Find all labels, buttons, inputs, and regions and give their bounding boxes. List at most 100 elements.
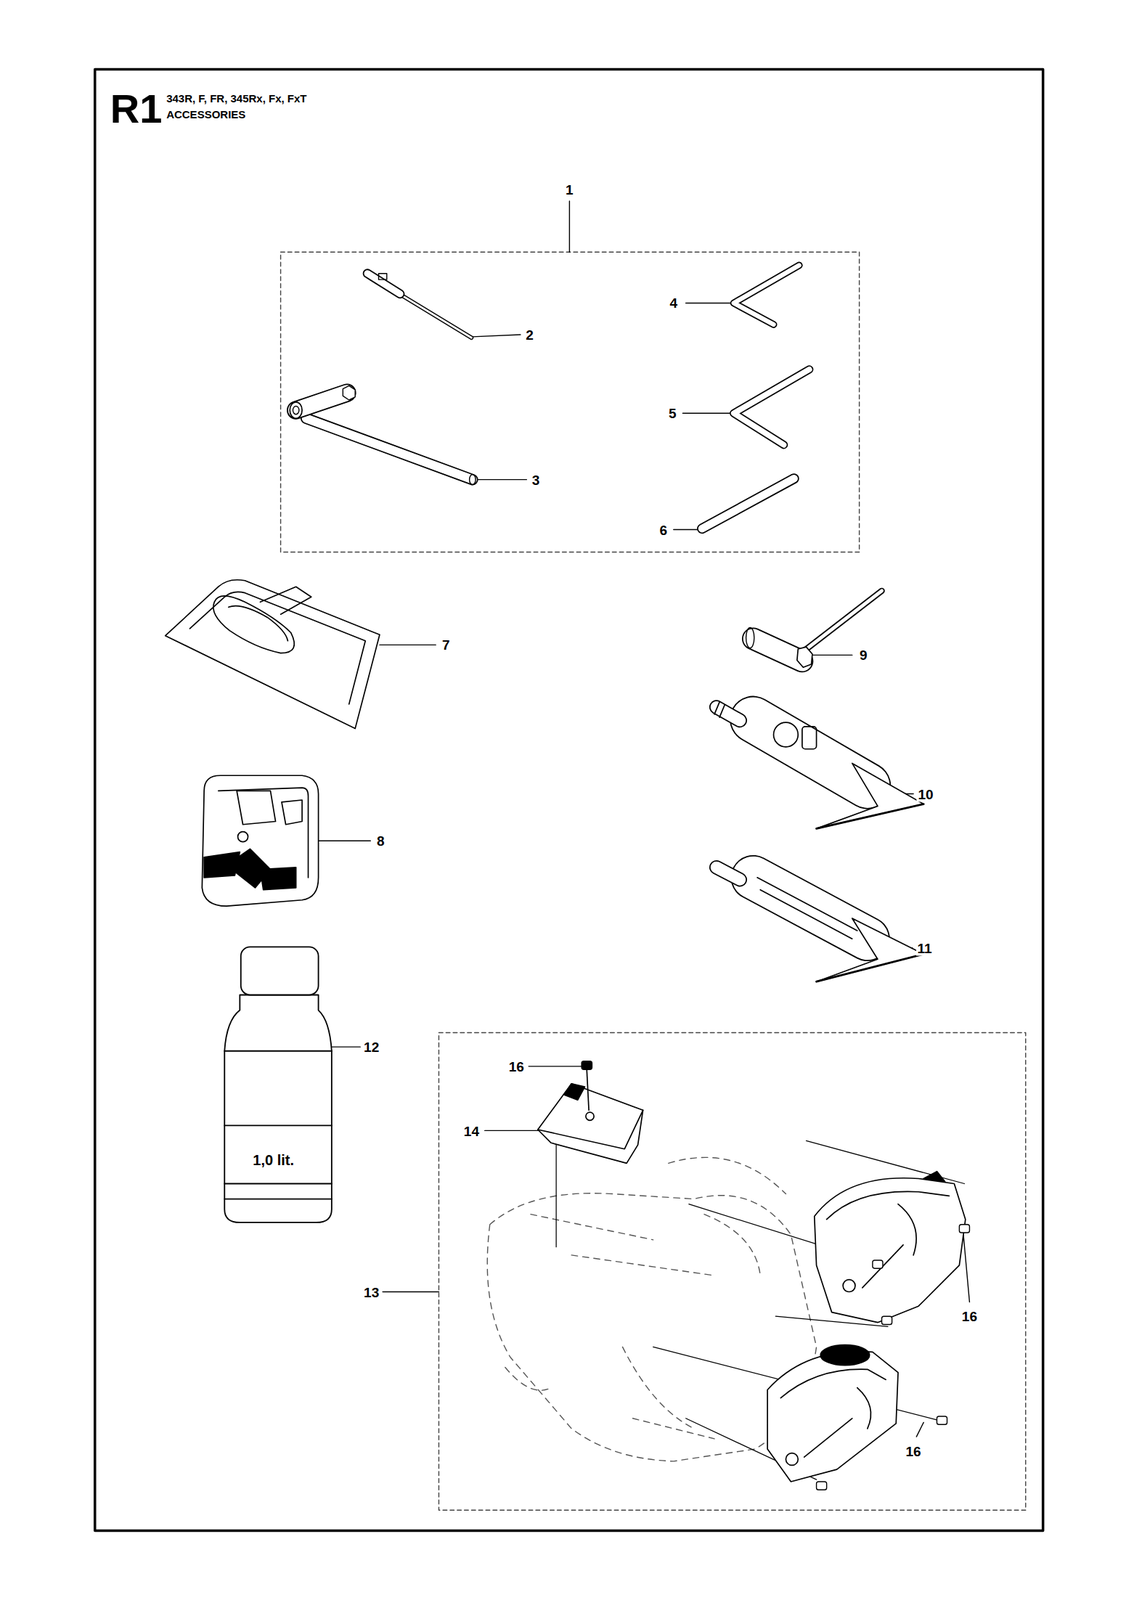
- drawing-stroke: [702, 478, 795, 529]
- callout-number: 1: [564, 182, 575, 198]
- page-subtitle: 343R, F, FR, 345Rx, Fx, FxT: [166, 92, 307, 104]
- drawing-stroke: [555, 1140, 557, 1247]
- tool-pouch: [165, 580, 380, 729]
- screws: [816, 1224, 970, 1490]
- drawing-stroke: [760, 890, 853, 939]
- drawing-stroke: [862, 1245, 904, 1288]
- drawing-stroke: [882, 1316, 893, 1325]
- drawing-stroke: [757, 877, 858, 931]
- drawing-stroke: [189, 591, 366, 704]
- drawing-stroke: [808, 654, 852, 656]
- drawing-stroke: [898, 1204, 917, 1256]
- callout-number: 12: [362, 1039, 381, 1055]
- drawing-stroke: [259, 586, 311, 615]
- page-title: R1: [110, 88, 163, 130]
- rod: [702, 478, 795, 529]
- callout-number: 3: [530, 471, 542, 488]
- drawing-stroke: [816, 763, 925, 829]
- drawing-stroke: [916, 1422, 924, 1437]
- drawing-stroke: [716, 867, 740, 880]
- drawing-stroke: [165, 580, 380, 729]
- callout-number: 4: [667, 295, 679, 311]
- drawing-stroke: [296, 392, 348, 411]
- drawing-stroke: [241, 946, 319, 995]
- drawing-stroke: [367, 273, 401, 295]
- drawing-stroke: [963, 1234, 970, 1303]
- drawing-stroke: [752, 638, 802, 662]
- drawing-stroke: [673, 529, 701, 530]
- side-cover: [767, 1345, 899, 1482]
- drawing-stroke: [806, 1140, 965, 1184]
- air-filter: [201, 775, 318, 907]
- combination-spanner: [746, 590, 883, 668]
- drawing-stroke: [752, 877, 867, 939]
- drawing-stroke: [537, 1083, 644, 1164]
- drawing-stroke: [716, 707, 740, 721]
- drawing-stroke: [923, 1171, 946, 1182]
- drawing-stroke: [800, 590, 882, 654]
- drawing-stroke: [682, 413, 731, 414]
- drawing-stroke: [816, 953, 925, 982]
- drawing-stroke: [228, 606, 289, 642]
- drawing-stroke: [318, 840, 371, 842]
- drawing-stroke: [733, 264, 800, 325]
- drawing-stroke: [213, 596, 295, 654]
- top-cover: [537, 1061, 644, 1164]
- drawing-stroke: [804, 1418, 853, 1458]
- drawing-stroke: [773, 722, 799, 748]
- drawing-stroke: [236, 790, 276, 825]
- callout-number: 14: [462, 1123, 481, 1139]
- drawing-stroke: [238, 831, 249, 843]
- callout-number: 7: [440, 637, 452, 653]
- drawing-stroke: [716, 867, 740, 880]
- drawing-stroke: [857, 1388, 872, 1429]
- side-cover: [814, 1171, 966, 1323]
- drawing-stroke: [959, 1224, 970, 1233]
- drawing-stroke: [797, 646, 813, 668]
- callout-number: 5: [667, 405, 679, 422]
- drawing-stroke: [281, 800, 303, 825]
- drawing-stroke: [733, 369, 810, 446]
- leader-lines: [318, 201, 970, 1437]
- drawing-stroke: [826, 1191, 950, 1219]
- drawing-stroke: [733, 369, 810, 446]
- drawing-stroke: [484, 1130, 540, 1132]
- drawing-stroke: [379, 644, 436, 646]
- drawing-stroke: [505, 1214, 715, 1391]
- drawing-stroke: [800, 590, 882, 654]
- product-label: 1,0 lit.: [251, 1152, 296, 1169]
- callout-number: 8: [375, 833, 387, 849]
- drawing-stroke: [752, 877, 867, 939]
- drawing-stroke: [842, 1279, 856, 1293]
- callout-number: 16: [960, 1308, 979, 1325]
- page-subtitle: ACCESSORIES: [166, 108, 246, 120]
- callout-number: 11: [916, 940, 934, 956]
- hex-key: [733, 264, 800, 325]
- drawing-stroke: [382, 1291, 439, 1293]
- callout-number: 6: [657, 521, 669, 538]
- drawing-stroke: [716, 707, 740, 721]
- drawing-stroke: [289, 402, 303, 419]
- drawing-stroke: [820, 1345, 870, 1366]
- grease-tube: [714, 702, 924, 829]
- drawing-stroke: [714, 702, 720, 715]
- drawing-stroke: [816, 804, 925, 830]
- drawing-stroke: [95, 69, 1044, 1532]
- drawing-stroke: [746, 627, 755, 648]
- drawing-stroke: [537, 1110, 644, 1149]
- drawing-stroke: [342, 385, 356, 401]
- drawing-stroke: [224, 994, 332, 1222]
- drawing-stroke: [528, 1065, 582, 1067]
- page-frame: [95, 69, 1044, 1532]
- callout-number: 9: [858, 647, 870, 663]
- drawing-stroke: [752, 719, 867, 786]
- drawing-stroke: [292, 405, 299, 414]
- drawing-stroke: [767, 1351, 899, 1482]
- drawing-stroke: [306, 418, 473, 480]
- drawing-stroke: [752, 638, 802, 662]
- callout-number: 10: [916, 786, 935, 802]
- callout-number: 16: [904, 1443, 923, 1459]
